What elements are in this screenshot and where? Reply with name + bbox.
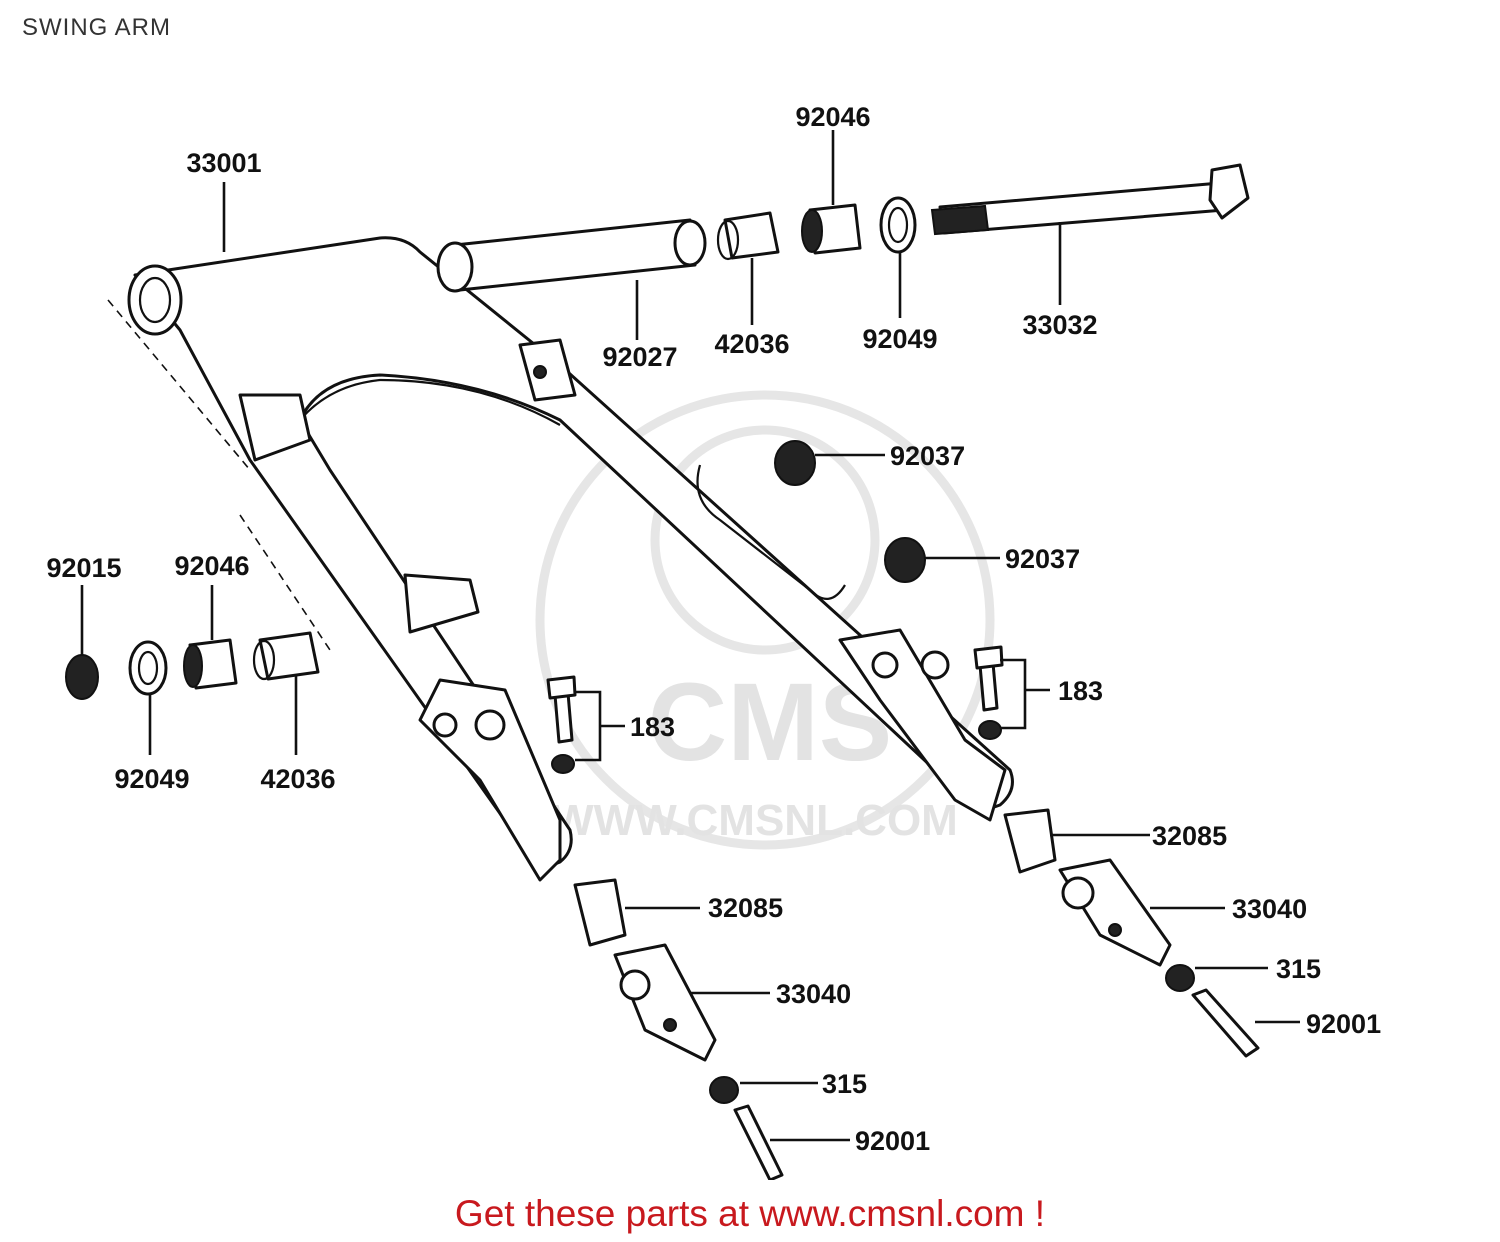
bearing-face bbox=[801, 209, 823, 253]
bolt-183-right bbox=[973, 645, 1004, 740]
callout-92015: 92015 bbox=[46, 553, 121, 583]
callout-42036: 42036 bbox=[260, 764, 335, 794]
callout-183: 183 bbox=[630, 712, 675, 742]
swing-arm-body bbox=[133, 236, 1014, 872]
bearing-face bbox=[183, 644, 203, 688]
watermark-logo-face bbox=[650, 425, 880, 655]
callout-315: 315 bbox=[822, 1069, 867, 1099]
callout-33040: 33040 bbox=[776, 979, 851, 1009]
bolt-washer bbox=[551, 754, 575, 774]
callout-labels: 33001 92046 92027 42036 92049 33032 9203… bbox=[46, 102, 1381, 1156]
callout-33032: 33032 bbox=[1022, 310, 1097, 340]
collar-42036 bbox=[723, 211, 780, 260]
callout-92027: 92027 bbox=[602, 342, 677, 372]
collar-42036-left bbox=[258, 631, 320, 681]
sleeve-end bbox=[436, 241, 474, 293]
callout-92037: 92037 bbox=[890, 441, 965, 471]
frame-bracket-left bbox=[238, 393, 312, 462]
callout-92046: 92046 bbox=[795, 102, 870, 132]
callout-33001: 33001 bbox=[186, 148, 261, 178]
axle-end-left-hole bbox=[474, 709, 506, 741]
diagram-title: SWING ARM bbox=[22, 14, 172, 41]
collar-bore bbox=[252, 639, 276, 681]
leader-lines bbox=[80, 130, 1300, 1142]
shaft-head bbox=[1208, 163, 1250, 220]
chain-guide-wire bbox=[696, 464, 846, 600]
assembly-guide-line bbox=[107, 299, 251, 471]
adjuster-bolt-92001-right bbox=[1191, 988, 1260, 1058]
footer-link-text[interactable]: Get these parts at www.cmsnl.com ! bbox=[454, 1193, 1046, 1234]
callout-92049: 92049 bbox=[862, 324, 937, 354]
seal-bore bbox=[887, 206, 909, 244]
adjuster-hole bbox=[1061, 876, 1095, 910]
pivot-parts-left bbox=[65, 631, 320, 700]
bolt-183-left bbox=[546, 675, 577, 774]
pivot-boss-left bbox=[127, 264, 183, 336]
adjuster-block-32085-right bbox=[1003, 808, 1057, 874]
callout-33040: 33040 bbox=[1232, 894, 1307, 924]
swing-arm-crossmember bbox=[299, 378, 561, 426]
sleeve-end bbox=[673, 219, 707, 267]
adjuster-hole bbox=[663, 1018, 677, 1032]
nut-315 bbox=[709, 1076, 739, 1104]
bolt-head bbox=[973, 645, 1004, 670]
adjuster-plate-33040 bbox=[613, 943, 717, 1062]
axle-end-right-hole bbox=[920, 650, 950, 680]
callout-42036: 42036 bbox=[714, 329, 789, 359]
sleeve-92027 bbox=[453, 218, 697, 292]
seal-92049 bbox=[879, 196, 917, 254]
pivot-bore bbox=[138, 276, 172, 324]
bracket-hole bbox=[533, 365, 547, 379]
bolt-shank bbox=[553, 691, 574, 744]
bolt-shank bbox=[978, 661, 999, 712]
swing-arm-diagram: CMS WWW.CMSNL.COM bbox=[46, 102, 1381, 1180]
callout-92049: 92049 bbox=[114, 764, 189, 794]
callout-92046: 92046 bbox=[174, 551, 249, 581]
callout-92037: 92037 bbox=[1005, 544, 1080, 574]
bolt-head bbox=[546, 675, 577, 700]
roller-92037 bbox=[884, 537, 926, 583]
swing-arm-frame bbox=[127, 236, 1014, 882]
callout-183: 183 bbox=[1058, 676, 1103, 706]
bolt-washer bbox=[978, 720, 1002, 740]
nut-92015 bbox=[65, 654, 99, 700]
axle-end-left-hole bbox=[432, 712, 458, 738]
adjuster-plate-33040-right bbox=[1058, 858, 1172, 967]
pivot-parts-upper bbox=[436, 163, 1250, 293]
adjuster-block-32085 bbox=[573, 878, 627, 947]
callout-92001: 92001 bbox=[1306, 1009, 1381, 1039]
watermark: CMS WWW.CMSNL.COM bbox=[535, 390, 995, 850]
axle-end-right-hole bbox=[871, 651, 899, 679]
seal-bore bbox=[137, 650, 159, 686]
watermark-url-text: WWW.CMSNL.COM bbox=[552, 796, 958, 845]
adjuster-bolt-92001 bbox=[733, 1104, 784, 1180]
watermark-logo-circle bbox=[535, 390, 995, 850]
chain-guide-mount bbox=[403, 573, 480, 634]
adjuster-hole bbox=[619, 969, 651, 1001]
callout-92001: 92001 bbox=[855, 1126, 930, 1156]
nut-315-right bbox=[1165, 964, 1195, 992]
seal-92049-left bbox=[128, 640, 168, 696]
collar-bore bbox=[716, 219, 740, 261]
callout-32085: 32085 bbox=[1152, 821, 1227, 851]
frame-bracket bbox=[518, 338, 577, 402]
shaft-thread bbox=[930, 204, 990, 236]
adjuster-hole bbox=[1108, 923, 1122, 937]
callout-315: 315 bbox=[1276, 954, 1321, 984]
roller-92037 bbox=[774, 440, 816, 486]
callout-32085: 32085 bbox=[708, 893, 783, 923]
